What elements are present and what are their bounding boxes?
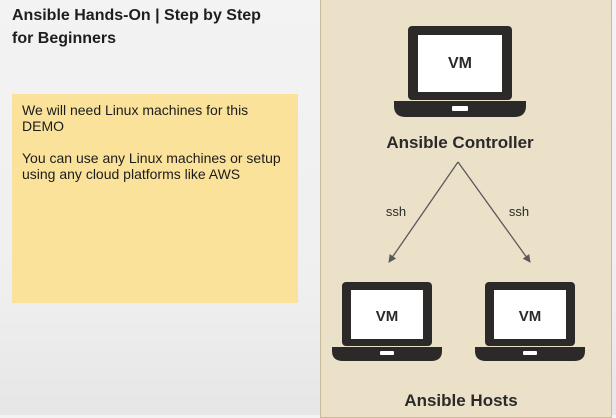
controller-caption: Ansible Controller: [386, 133, 534, 152]
controller-vm-label: VM: [448, 55, 472, 72]
slide-title-line-2: for Beginners: [12, 30, 117, 47]
host-1-vm-label: VM: [376, 308, 399, 325]
ssh-arrow-right: [457, 161, 531, 263]
controller-laptop-icon: VM: [394, 26, 526, 117]
host-laptop-icon-1: VM: [332, 282, 442, 361]
sticky-note: We will need Linux machines for this DEM…: [12, 94, 298, 303]
note-line-requirement: We will need Linux machines for this DEM…: [22, 102, 249, 134]
note-line-options: You can use any Linux machines or setup …: [22, 150, 281, 182]
host-2-vm-label: VM: [519, 308, 542, 325]
slide-title-line-1: Ansible Hands-On | Step by Step: [12, 7, 261, 24]
ssh-label-right: ssh: [509, 204, 529, 219]
slide-title: Ansible Hands-On | Step by Step for Begi…: [12, 4, 312, 50]
ssh-arrow-left: [388, 161, 459, 263]
hosts-caption: Ansible Hosts: [404, 391, 517, 410]
ssh-label-left: ssh: [386, 204, 406, 219]
host-laptop-icon-2: VM: [475, 282, 585, 361]
